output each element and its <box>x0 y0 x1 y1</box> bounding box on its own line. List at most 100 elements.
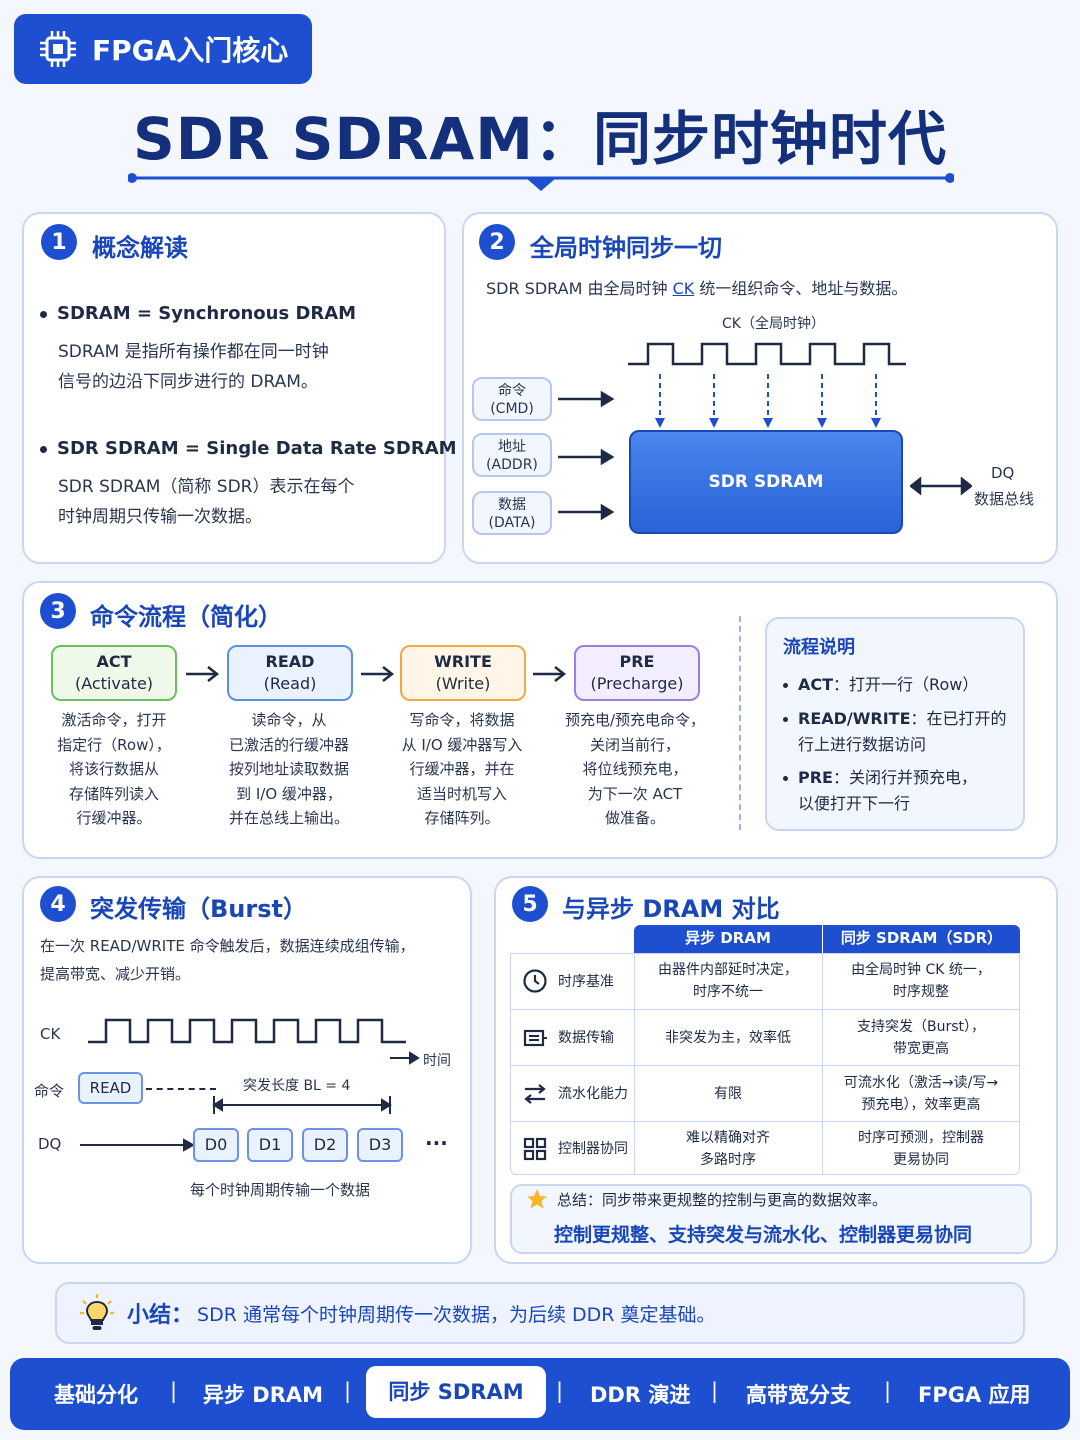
summary-highlight: 控制更规整、支持突发与流水化、控制器更易协同 <box>554 1224 973 1246</box>
act-command: ACT(Activate) <box>51 645 177 701</box>
concept-panel <box>22 212 446 564</box>
section-title: 与异步 DRAM 对比 <box>562 895 780 923</box>
chip-icon <box>40 31 76 67</box>
nav-separator: | <box>884 1379 892 1403</box>
ck-label: CK（全局时钟） <box>722 316 825 332</box>
takeaway-text: SDR 通常每个时钟周期传一次数据，为后续 DDR 奠定基础。 <box>197 1303 716 1326</box>
text-line: 信号的边沿下同步进行的 DRAM。 <box>58 372 318 392</box>
comparison-summary <box>510 1184 1032 1254</box>
flow-notes-title: 流程说明 <box>783 637 855 658</box>
burst-ck-waveform <box>88 1018 406 1044</box>
brand-badge: FPGA入门核心 <box>14 14 312 84</box>
clock-icon <box>523 969 547 993</box>
time-label: 时间 <box>423 1053 451 1069</box>
section-number: 5 <box>512 886 548 922</box>
burst-note: 每个时钟周期传输一个数据 <box>190 1181 371 1199</box>
table-row: 控制器协同 难以精确对齐多路时序 时序可预测，控制器更易协同 <box>510 1121 1020 1175</box>
burst-panel <box>22 876 472 1264</box>
section-title: 全局时钟同步一切 <box>530 234 722 262</box>
col-async: 异步 DRAM <box>634 925 822 953</box>
bullet-sdr: SDR SDRAM = Single Data Rate SDRAM <box>40 438 457 459</box>
table-row: 数据传输 非突发为主，效率低 支持突发（Burst），带宽更高 <box>510 1009 1020 1065</box>
nav-item-hbm[interactable]: 高带宽分支 <box>746 1383 851 1407</box>
dq-line-arrow <box>80 1138 196 1152</box>
section-number: 3 <box>40 593 76 629</box>
star-icon <box>527 1189 547 1209</box>
clock-description: SDR SDRAM 由全局时钟 CK 统一组织命令、地址与数据。 <box>486 279 908 298</box>
nav-separator: | <box>556 1379 564 1403</box>
burst-description: 在一次 READ/WRITE 命令触发后，数据连续成组传输，提高带宽、减少开销。 <box>40 937 415 983</box>
addr-signal: 地址(ADDR) <box>472 433 552 477</box>
flow-note-pre: PRE：关闭行并预充电， 以便打开下一行 <box>783 765 977 817</box>
nav-item-fpga[interactable]: FPGA 应用 <box>918 1383 1031 1407</box>
read-command: READ(Read) <box>227 645 353 701</box>
section-title: 命令流程（简化） <box>90 603 282 631</box>
text-line: SDRAM 是指所有操作都在同一时钟 <box>58 342 329 362</box>
transfer-icon <box>523 1029 547 1047</box>
table-row: 流水化能力 有限 可流水化（激活→读/写→预充电），效率更高 <box>510 1065 1020 1121</box>
table-row: 时序基准 由器件内部延时决定，时序不统一 由全局时钟 CK 统一，时序规整 <box>510 953 1020 1009</box>
dq-bus-label: 数据总线 <box>974 490 1035 508</box>
series-nav: 基础分化 | 异步 DRAM | 同步 SDRAM | DDR 演进 | 高带宽… <box>10 1358 1070 1430</box>
read-description: 读命令，从已激活的行缓冲器按列地址读取数据到 I/O 缓冲器，并在总线上输出。 <box>228 711 349 827</box>
signal-arrows <box>558 390 615 521</box>
cmd-row-label: 命令 <box>34 1082 65 1100</box>
col-sync: 同步 SDRAM（SDR） <box>823 925 1020 953</box>
nav-item-ddr[interactable]: DDR 演进 <box>590 1383 691 1407</box>
badge-label: FPGA入门核心 <box>92 34 289 67</box>
act-description: 激活命令，打开指定行（Row），将该行数据从存储阵列读入行缓冲器。 <box>57 711 171 827</box>
section-number: 2 <box>479 224 515 260</box>
section-number: 4 <box>40 886 76 922</box>
burst-length-label: 突发长度 BL = 4 <box>243 1078 351 1094</box>
time-arrow <box>390 1051 420 1065</box>
pipeline-icon <box>524 1084 546 1104</box>
ellipsis: ··· <box>425 1131 448 1155</box>
sdram-chip: SDR SDRAM <box>629 430 903 534</box>
summary-line: 总结：同步带来更规整的控制与更高的数据效率。 <box>557 1191 888 1209</box>
grid-icon <box>523 1137 547 1161</box>
data-beat: D1 <box>247 1128 293 1162</box>
nav-item-basics[interactable]: 基础分化 <box>54 1383 138 1407</box>
flow-notes <box>765 617 1025 831</box>
data-beat: D0 <box>193 1128 239 1162</box>
section-title: 概念解读 <box>92 234 188 262</box>
pre-command: PRE(Precharge) <box>574 645 700 701</box>
text-line: SDR SDRAM（简称 SDR）表示在每个 <box>58 477 355 497</box>
text-line: 时钟周期只传输一次数据。 <box>58 507 262 527</box>
section-number: 1 <box>41 224 77 260</box>
nav-separator: | <box>344 1379 352 1403</box>
read-command-box: READ <box>78 1072 143 1104</box>
dq-label: DQ <box>991 464 1015 482</box>
ck-waveform <box>628 342 906 428</box>
nav-item-async-dram[interactable]: 异步 DRAM <box>203 1383 324 1407</box>
dashed-link <box>146 1088 216 1090</box>
takeaway-bar: 小结： SDR 通常每个时钟周期传一次数据，为后续 DDR 奠定基础。 <box>55 1282 1025 1344</box>
ck-link: CK <box>672 279 695 298</box>
table-frame <box>510 953 1020 1175</box>
burst-length-bracket <box>212 1096 392 1114</box>
flow-note-act: ACT：打开一行（Row） <box>783 671 978 695</box>
data-beat: D2 <box>302 1128 348 1162</box>
write-description: 写命令，将数据从 I/O 缓冲器写入行缓冲器，并在适当时机写入存储阵列。 <box>401 711 523 827</box>
nav-separator: | <box>711 1379 719 1403</box>
data-signal: 数据(DATA) <box>472 491 552 535</box>
write-command: WRITE(Write) <box>400 645 526 701</box>
dq-row-label: DQ <box>38 1135 62 1153</box>
nav-item-sync-sdram[interactable]: 同步 SDRAM <box>366 1366 546 1418</box>
page-title: SDR SDRAM：同步时钟时代 <box>133 105 947 173</box>
flow-arrows <box>186 666 567 682</box>
section-title: 突发传输（Burst） <box>90 895 307 923</box>
ck-row-label: CK <box>40 1025 61 1043</box>
cmd-signal: 命令(CMD) <box>472 377 552 421</box>
takeaway-label: 小结： <box>127 1303 194 1328</box>
divider <box>739 616 741 830</box>
data-beat: D3 <box>357 1128 403 1162</box>
comparison-table: 异步 DRAM 同步 SDRAM（SDR） 时序基准 由器件内部延时决定，时序不… <box>510 925 1020 1175</box>
flow-note-rw: READ/WRITE：在已打开的 行上进行数据访问 <box>783 706 1007 758</box>
bullet-sdram: SDRAM = Synchronous DRAM <box>40 303 356 324</box>
title-underline <box>128 173 954 191</box>
lightbulb-icon <box>80 1294 114 1330</box>
nav-separator: | <box>170 1379 178 1403</box>
dq-arrow <box>910 476 972 496</box>
